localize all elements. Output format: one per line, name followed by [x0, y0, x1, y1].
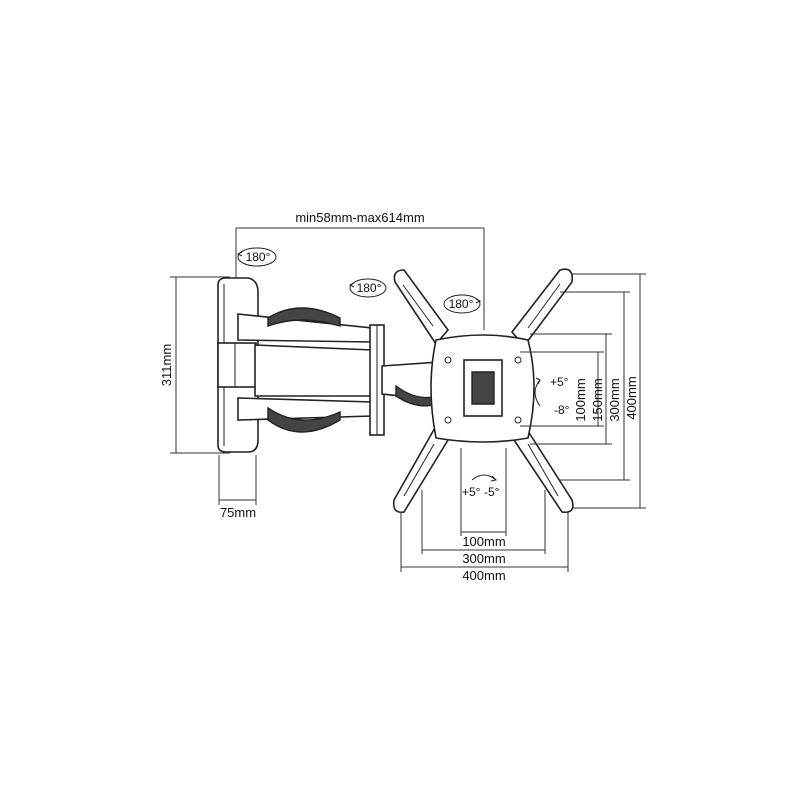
svg-text:400mm: 400mm: [624, 376, 639, 419]
wall-plate-height-dimension: 311mm: [159, 276, 230, 454]
head-swivel-badge: 180°: [443, 294, 482, 314]
vesa-vertical-dimensions: 100mm 150mm 300mm 400mm: [520, 273, 646, 509]
svg-text:150mm: 150mm: [590, 378, 605, 421]
svg-text:300mm: 300mm: [462, 551, 505, 566]
svg-text:180°: 180°: [357, 281, 382, 295]
level-indicator: +5° -5°: [462, 474, 500, 499]
svg-text:100mm: 100mm: [462, 534, 505, 549]
vesa-bracket: [392, 268, 574, 514]
level-left-label: +5°: [462, 485, 481, 499]
tilt-indicator: +5° -8°: [534, 375, 570, 417]
svg-text:400mm: 400mm: [462, 568, 505, 583]
extension-dimension: min58mm-max614mm: [235, 210, 485, 330]
wall-plate-depth-label: 75mm: [220, 505, 256, 520]
tilt-up-label: +5°: [550, 375, 569, 389]
svg-text:180°: 180°: [449, 297, 474, 311]
wall-plate-depth-dimension: 75mm: [218, 455, 257, 520]
level-right-label: -5°: [484, 485, 500, 499]
tilt-down-label: -8°: [554, 403, 570, 417]
svg-text:100mm: 100mm: [573, 378, 588, 421]
wall-plate-height-label: 311mm: [159, 344, 174, 386]
wall-swivel-badge: 180°: [236, 247, 277, 267]
arm-swivel-badge: 180°: [348, 278, 387, 298]
svg-text:180°: 180°: [246, 250, 271, 264]
vesa-horizontal-dimensions: 100mm 300mm 400mm: [400, 448, 569, 583]
extension-label: min58mm-max614mm: [295, 210, 424, 225]
arm-assembly: [237, 307, 445, 436]
svg-text:300mm: 300mm: [607, 378, 622, 421]
wall-plate: [217, 277, 259, 453]
